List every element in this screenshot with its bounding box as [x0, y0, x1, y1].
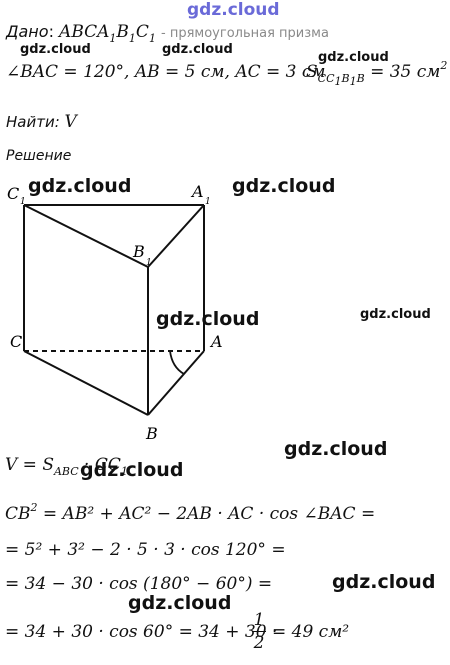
edge-ba	[147, 350, 205, 416]
label-a1-sub: 1	[205, 197, 211, 207]
find-line: Найти: V	[6, 112, 77, 132]
watermark-8: gdz.cloud	[284, 438, 388, 460]
formula-line-4-result: = 49 см²	[272, 622, 350, 642]
angle-arc	[169, 350, 185, 375]
edge-c1b1	[23, 204, 149, 268]
find-value: V	[64, 112, 77, 132]
label-b: B	[145, 424, 158, 443]
formula-line-3: = 34 − 30 · cos (180° − 60°) =	[5, 574, 273, 594]
label-a1: A	[190, 182, 204, 201]
watermark-3: gdz.cloud	[318, 50, 389, 65]
fraction-denominator: 2	[253, 633, 265, 653]
top-watermark: gdz.cloud	[187, 0, 280, 20]
prism-description: - прямоугольная призма	[161, 26, 329, 41]
watermark-4: gdz.cloud	[28, 175, 132, 197]
watermark-10: gdz.cloud	[332, 571, 436, 593]
watermark-5: gdz.cloud	[232, 175, 336, 197]
watermark-9: gdz.cloud	[80, 459, 184, 481]
fraction-one-half: 1 2	[252, 610, 266, 653]
edge-b1a1	[147, 204, 205, 268]
find-label: Найти	[6, 113, 55, 131]
formula-line-1: CB2 = AB² + AC² − 2AB · AC · cos ∠BAC =	[5, 501, 376, 524]
ab-condition: AB = 5 см	[134, 62, 225, 82]
watermark-11: gdz.cloud	[128, 592, 232, 614]
watermark-2: gdz.cloud	[162, 42, 233, 57]
solution-label: Решение	[6, 148, 72, 164]
edge-cb	[23, 350, 149, 416]
formula-line-2: = 5² + 3² − 2 · 5 · 3 · cos 120° =	[5, 540, 286, 560]
ac-condition: AC = 3 см	[235, 62, 326, 82]
given-label: Дано	[6, 22, 49, 41]
prism-figure: C 1 A 1 B 1 C A B	[7, 182, 223, 443]
label-a: A	[209, 332, 223, 351]
label-c1-sub: 1	[20, 197, 26, 207]
fraction-numerator: 1	[253, 610, 265, 630]
label-c1: C	[7, 184, 19, 203]
label-b1-sub: 1	[146, 258, 152, 268]
watermark-6: gdz.cloud	[156, 308, 260, 330]
label-b1: B	[132, 242, 145, 261]
watermark-7: gdz.cloud	[360, 307, 431, 322]
formula-line-4: = 34 + 30 · cos 60° = 34 + 30 ·	[5, 622, 278, 642]
angle-condition: ∠BAC = 120°	[6, 62, 125, 82]
area-condition: SCC1B1B = 35 см2	[306, 59, 448, 88]
prism-name: ABCA1B1C1	[59, 22, 156, 45]
given-conditions: ∠BAC = 120°, AB = 5 см, AC = 3 см	[6, 62, 326, 82]
label-c: C	[10, 332, 22, 351]
volume-formula: V = SABC · CC1	[5, 455, 128, 478]
watermark-1: gdz.cloud	[20, 42, 91, 57]
given-line: Дано: ABCA1B1C1 - прямоугольная призма	[6, 22, 329, 45]
